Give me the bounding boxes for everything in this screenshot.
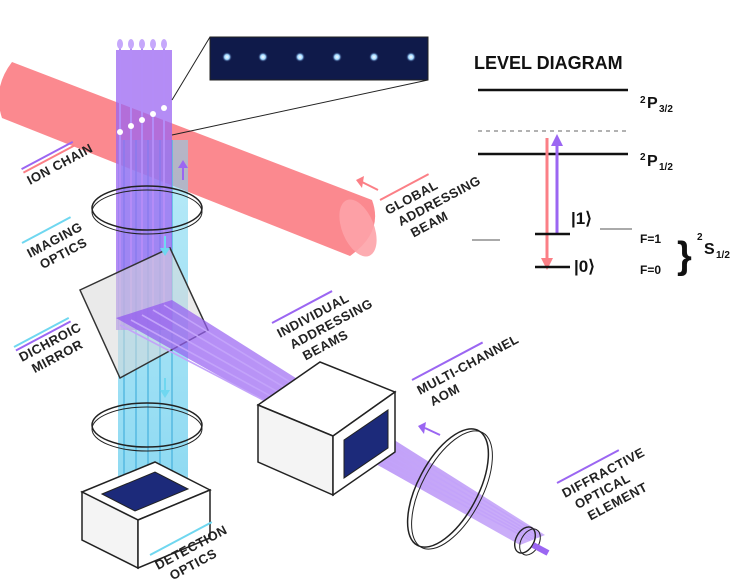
- s12-sup: 2: [697, 232, 703, 243]
- label-dichroic-mirror: DICHROIC MIRROR: [13, 316, 86, 376]
- focusing-lens-icon: [406, 428, 493, 550]
- label-global-addressing-beam: GLOBAL ADDRESSING BEAM: [379, 173, 483, 240]
- brace: }: [677, 235, 692, 277]
- aom-icon: [256, 361, 397, 497]
- p32-sup: 2: [640, 95, 646, 106]
- s12-sub: 1/2: [716, 250, 730, 261]
- label-aom-1: MULTI-CHANNEL: [414, 331, 521, 397]
- label-individual-addressing-beams: INDIVIDUAL ADDRESSING BEAMS: [271, 290, 375, 363]
- label-ion-chain-text: ION CHAIN: [24, 140, 95, 187]
- camera-icon: [80, 461, 212, 570]
- ket1-label: |1⟩: [571, 209, 592, 228]
- ion-chain-icon: [117, 99, 178, 135]
- p12-sub: 1/2: [659, 162, 673, 173]
- label-multi-channel-aom: MULTI-CHANNEL AOM: [411, 331, 521, 409]
- p12-sup: 2: [640, 152, 646, 163]
- level-diagram: LEVEL DIAGRAM 2 P 3/2 2 P 1/2 |1⟩ |0⟩ F=…: [472, 53, 730, 277]
- f0-label: F=0: [640, 263, 661, 277]
- p32-sub: 3/2: [659, 104, 673, 115]
- beam-arrows: [160, 160, 441, 436]
- camera-image-inset: [171, 36, 429, 136]
- label-imaging-optics: IMAGING OPTICS: [21, 216, 90, 272]
- f1-label: F=1: [640, 232, 661, 246]
- level-diagram-title: LEVEL DIAGRAM: [474, 53, 623, 73]
- p32-letter: P: [647, 95, 658, 112]
- label-diffractive-optical-element: DIFFRACTIVE OPTICAL ELEMENT: [556, 444, 650, 523]
- p12-letter: P: [647, 153, 658, 170]
- doe-icon: [513, 526, 550, 556]
- ket0-label: |0⟩: [574, 257, 595, 276]
- s12-letter: S: [704, 241, 715, 258]
- label-ion-chain: ION CHAIN: [21, 140, 95, 188]
- imaging-lens-icon: [91, 185, 203, 235]
- detection-lens-icon: [91, 402, 203, 452]
